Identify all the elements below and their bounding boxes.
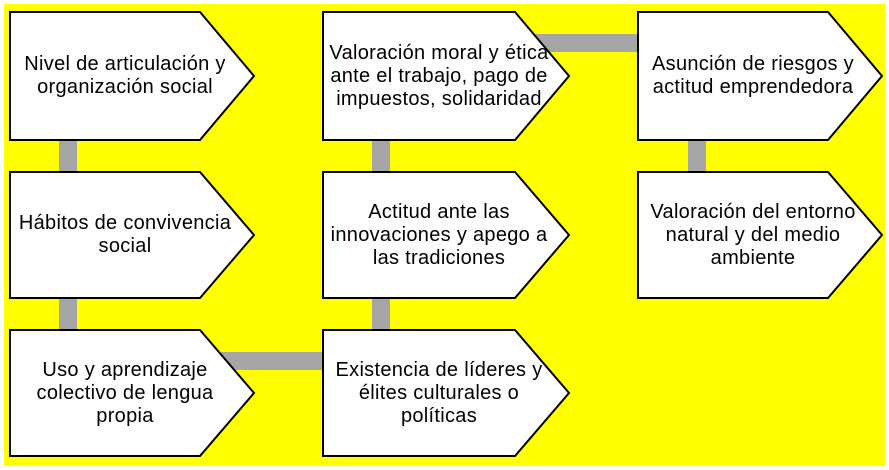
- connector-n2-n3: [59, 298, 77, 330]
- node-n5-shape: [322, 171, 571, 299]
- connector-n3-n6: [208, 352, 324, 370]
- connector-n7-n8: [688, 140, 706, 172]
- node-n4-shape: [322, 11, 571, 141]
- connector-n4-n5: [372, 140, 390, 172]
- node-n1-shape: [9, 11, 256, 141]
- node-n3-shape: [9, 329, 256, 457]
- node-n2-shape: [9, 171, 256, 299]
- connector-n1-n2: [59, 140, 77, 172]
- node-n6-shape: [322, 329, 571, 457]
- node-n8-shape: [637, 171, 884, 299]
- node-n7-shape: [637, 11, 884, 141]
- connector-n5-n6: [372, 298, 390, 330]
- connector-n4-n7: [525, 34, 638, 52]
